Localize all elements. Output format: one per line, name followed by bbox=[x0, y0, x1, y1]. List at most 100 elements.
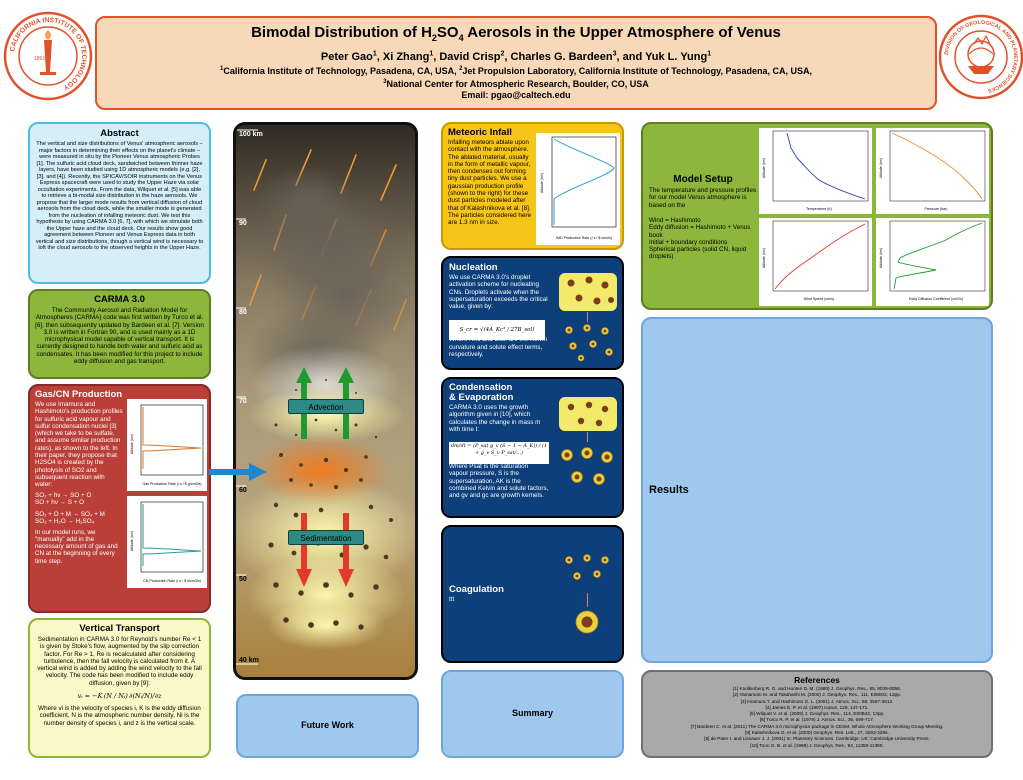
gps-division-seal-icon: DIVISION OF GEOLOGICAL AND PLANETARY SCI… bbox=[938, 14, 1023, 100]
references-list: [1] Knollenberg R. G. and Hunten D. M. (… bbox=[647, 686, 987, 749]
header-banner: Bimodal Distribution of H2SO4 Aerosols i… bbox=[95, 16, 937, 110]
reference-item: [1] Knollenberg R. G. and Hunten D. M. (… bbox=[732, 686, 902, 691]
carma-text: The Community Aerosol and Radiation Mode… bbox=[35, 307, 204, 366]
coagulated-droplet bbox=[574, 609, 600, 635]
author: Charles G. Bardeen3, and bbox=[510, 50, 646, 63]
eddy-diffusion-equation: vᵢ = −K (N / Nᵢ) ∂(Nᵢ/N)/∂z bbox=[77, 692, 162, 701]
temperature-plot: Temperature (K) Altitude (km) bbox=[759, 128, 872, 214]
model-setup-title: Model Setup bbox=[673, 174, 733, 185]
results-panel: Results bbox=[641, 317, 993, 663]
eddy-diffusion-plot: Eddy Diffusion Coefficient (cm2/s) Altit… bbox=[876, 218, 989, 306]
seal-year: 1891 bbox=[34, 56, 45, 62]
vertical-transport-panel: Vertical Transport Sedimentation in CARM… bbox=[28, 618, 211, 758]
plot-y-label: Altitude (km) bbox=[130, 531, 134, 551]
reference-item: [6] Turco R. P. et al. (1979) J. Atmos. … bbox=[759, 717, 875, 723]
wind-speed-plot: Wind Speed (cm/s) Altitude (km) bbox=[759, 218, 872, 306]
altitude-label-100: 100 km bbox=[239, 131, 263, 138]
gas-production-plot: Gas Production Rate (/ s / $ g/cm3/s) Al… bbox=[127, 399, 207, 491]
results-title: Results bbox=[649, 484, 689, 496]
reference-item: [10] Toon O. B. et al. (1989) J. Geophys… bbox=[750, 742, 884, 748]
reference-item: [5] Wilquet V. et al. (2009) J. Geophys.… bbox=[749, 711, 885, 717]
author-list: Peter Gao1, Xi Zhang1, David Crisp2, Cha… bbox=[97, 47, 935, 64]
cn-production-plot: CN Production Rate (/ s / $ #/cm3/s) Alt… bbox=[127, 496, 207, 588]
altitude-label-60: 60 bbox=[239, 487, 247, 494]
plot-x-label: IMD Production Rate (/ s / $ ions/s) bbox=[556, 236, 612, 240]
plot-y-label: Altitude (km) bbox=[130, 434, 134, 454]
references-panel: References [1] Knollenberg R. G. and Hun… bbox=[641, 670, 993, 758]
carma-panel: CARMA 3.0 The Community Aerosol and Radi… bbox=[28, 289, 211, 379]
coagulation-panel: Coagulation ttt bbox=[441, 525, 624, 663]
plot-x-label: Pressure (bar) bbox=[925, 207, 948, 211]
condensation-title: Condensation& Evaporation bbox=[449, 382, 514, 403]
contact-email: Email: pgao@caltech.edu bbox=[461, 89, 571, 100]
condensation-panel: Condensation& Evaporation CARMA 3.0 uses… bbox=[441, 377, 624, 518]
author: Peter Gao1, bbox=[320, 50, 383, 63]
nucleation-equation: S_cr = √(4A_Kc³ / 27B_sol) bbox=[449, 320, 545, 340]
meteoric-infall-panel: Meteoric Infall Infalling meteors ablate… bbox=[441, 122, 624, 250]
gascn-text-2: In our model runs, we "manually" add in … bbox=[35, 528, 118, 565]
plot-y-label: Altitude (km) bbox=[879, 248, 883, 268]
plot-x-label: Temperature (K) bbox=[806, 207, 832, 211]
model-setup-intro: The temperature and pressure profiles fo… bbox=[649, 187, 757, 209]
nucleation-title: Nucleation bbox=[449, 262, 498, 273]
reaction: SO₃ + H₂O → H₂SO₄ bbox=[35, 518, 95, 526]
reference-item: [8] Kalashnikova O. et al. (2000) Geophy… bbox=[745, 730, 889, 736]
abstract-title: Abstract bbox=[100, 128, 139, 139]
reference-item: [2] Yamamoto M. and Takahashi M. (2006) … bbox=[732, 692, 902, 698]
future-work-title: Future Work bbox=[301, 720, 354, 730]
plot-y-label: Altitude (km) bbox=[540, 173, 544, 193]
gascn-text: We use Imamura and Hashimoto's productio… bbox=[35, 401, 123, 489]
affiliations: 1California Institute of Technology, Pas… bbox=[220, 65, 812, 89]
abstract-text: The vertical and size distributions of V… bbox=[35, 141, 204, 251]
condensation-text-2: Where Psat is the saturation vapour pres… bbox=[449, 463, 549, 500]
plot-y-label: Altitude (km) bbox=[762, 158, 766, 178]
meteoric-production-plot: IMD Production Rate (/ s / $ ions/s) Alt… bbox=[536, 133, 620, 245]
plot-x-label: CN Production Rate (/ s / $ #/cm3/s) bbox=[143, 579, 201, 583]
poster-title: Bimodal Distribution of H2SO4 Aerosols i… bbox=[251, 24, 781, 43]
gascn-panel: Gas/CN Production We use Imamura and Has… bbox=[28, 384, 211, 613]
nucleation-particles bbox=[559, 322, 617, 362]
author: Yuk L. Yung1 bbox=[645, 50, 712, 63]
author: David Crisp2, bbox=[439, 50, 511, 63]
atmosphere-column: 100 km 90 80 70 60 50 40 km Advection Se… bbox=[233, 122, 418, 680]
setup-item: Spherical particles (solid CN, liquid dr… bbox=[649, 246, 747, 261]
vertical-transport-text-2: Where vi is the velocity of species i, K… bbox=[38, 705, 201, 727]
caltech-seal-icon: CALIFORNIA INSTITUTE OF TECHNOLOGY 1891 bbox=[3, 11, 93, 101]
vertical-transport-text: Sedimentation in CARMA 3.0 for Reynold's… bbox=[37, 636, 202, 687]
carma-title: CARMA 3.0 bbox=[94, 294, 145, 305]
nucleation-droplet-box bbox=[559, 273, 617, 311]
altitude-label-50: 50 bbox=[239, 576, 247, 583]
altitude-label-40: 40 km bbox=[239, 657, 259, 664]
vertical-transport-title: Vertical Transport bbox=[79, 623, 160, 634]
advection-label: Advection bbox=[288, 399, 364, 414]
altitude-label-70: 70 bbox=[239, 398, 247, 405]
plot-x-label: Eddy Diffusion Coefficient (cm2/s) bbox=[909, 297, 963, 301]
coagulation-particles bbox=[559, 552, 617, 592]
coagulation-text: ttt bbox=[449, 596, 455, 603]
pointer-arrow bbox=[209, 462, 269, 482]
caltech-logo: CALIFORNIA INSTITUTE OF TECHNOLOGY 1891 bbox=[2, 10, 94, 102]
setup-item: Initial + boundary conditions bbox=[649, 238, 728, 246]
sedimentation-label: Sedimentation bbox=[288, 530, 364, 545]
gps-division-logo: DIVISION OF GEOLOGICAL AND PLANETARY SCI… bbox=[938, 14, 1023, 100]
meteoric-title: Meteoric Infall bbox=[448, 127, 512, 138]
reference-item: [9] de Pater I. and Lissauer J. J. (2001… bbox=[704, 736, 930, 742]
altitude-label-80: 80 bbox=[239, 309, 247, 316]
plot-x-label: Gas Production Rate (/ s / $ g/cm3/s) bbox=[142, 482, 201, 486]
coagulation-title: Coagulation bbox=[449, 584, 504, 595]
setup-item: Eddy diffusion = Hashimoto + Venus book bbox=[649, 224, 751, 239]
reference-item: [4] James E. P. et al. (1997) Icarus, 12… bbox=[765, 704, 869, 710]
reaction: SO + hν → S + O bbox=[35, 499, 84, 507]
nucleation-text: We use CARMA 3.0's droplet activation sc… bbox=[449, 274, 548, 311]
reference-item: [3] Imamura T. and Hashimoto G. L. (2001… bbox=[740, 698, 894, 704]
plot-y-label: Altitude (km) bbox=[879, 158, 883, 178]
references-title: References bbox=[794, 675, 840, 685]
abstract-panel: Abstract The vertical and size distribut… bbox=[28, 122, 211, 284]
summary-title: Summary bbox=[511, 708, 554, 718]
author: Xi Zhang1, bbox=[382, 50, 440, 63]
growth-equation: dm/dt = (P_sat g_v (S − 1 − A_K)) / (1 +… bbox=[449, 442, 549, 464]
particle-dots bbox=[268, 372, 393, 630]
pressure-plot: Pressure (bar) Altitude (km) bbox=[876, 128, 989, 214]
future-work-panel: Future Work bbox=[236, 694, 419, 758]
plot-y-label: Altitude (km) bbox=[762, 248, 766, 268]
